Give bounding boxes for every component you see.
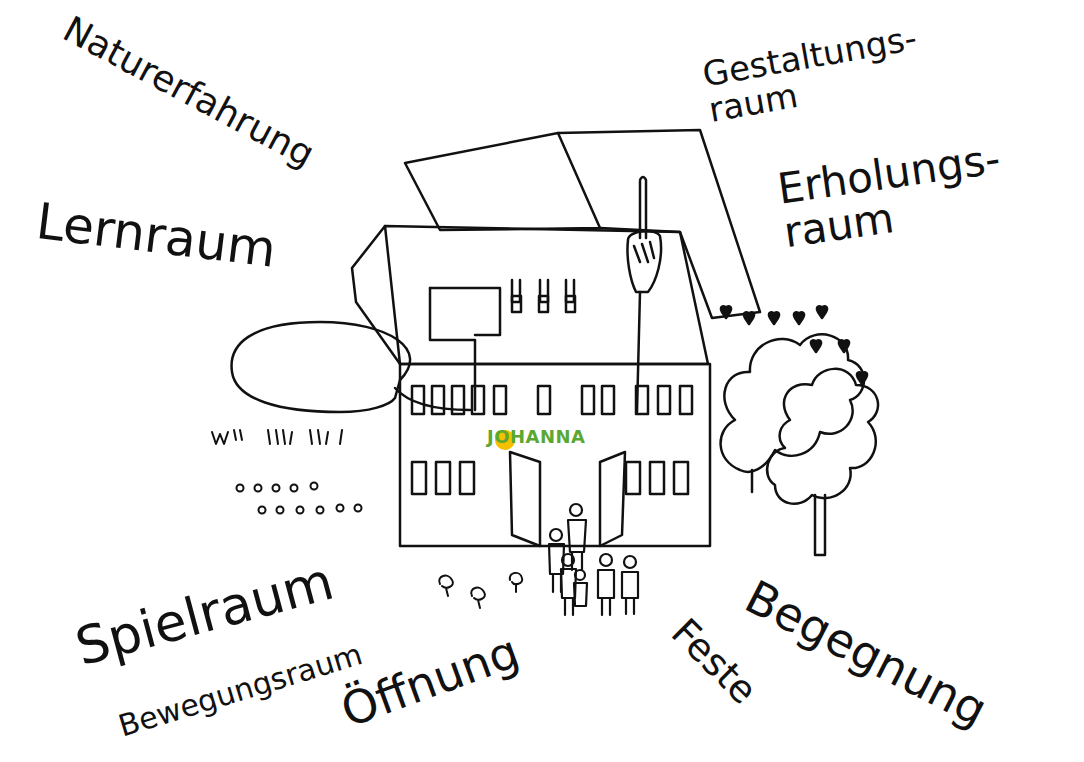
people-part [600,554,612,566]
people [549,504,638,615]
encounter-word: Begegnung [738,572,994,735]
building-roof-part [352,226,400,364]
windows [412,386,692,494]
solar-panels [405,130,760,318]
small-plants-part [439,576,453,596]
windows-part [460,462,474,494]
windows-part [626,462,640,494]
raised-hand-part [637,292,640,412]
windows-part [436,462,450,494]
people-part [570,504,582,516]
hearts-part [769,312,779,324]
dots-part [273,485,280,492]
trees-part [767,369,878,504]
nature-word: Naturerfahrung [57,10,320,174]
hearts-part [817,306,827,318]
windows-part [674,462,688,494]
raised-hand-part [627,231,661,292]
hearts-part [811,340,821,352]
grass [212,430,342,444]
windows-part [472,386,484,414]
raised-hand [627,177,661,412]
open-doors-part [600,452,625,546]
hearts-part [857,372,867,384]
raised-hand-part [634,242,654,262]
trees-part [721,334,864,471]
building-roof-part [385,226,708,364]
people-part [550,529,562,541]
windows-part [582,386,594,414]
trees [721,334,878,555]
open-doors [510,452,625,546]
speech-bubble-part [430,288,500,335]
people-part [574,583,587,606]
hearts-part [839,340,849,352]
opening-word: Öffnung [335,627,525,736]
hearts-part [744,312,754,324]
dots-part [255,485,262,492]
roof-windows [512,280,575,312]
roof-windows-part [512,296,521,312]
grass-part [310,430,342,444]
windows-part [636,386,648,414]
windows-part [658,386,670,414]
learning-word: Lernraum [34,195,279,276]
people-part [562,554,574,566]
rest-word: Erholungs- raum [775,137,1009,256]
speech-bubble [232,288,500,412]
windows-part [494,386,506,414]
windows-part [432,386,444,414]
open-doors-part [510,452,540,546]
windows-part [602,386,614,414]
grass-part [212,430,242,444]
dots-part [277,507,284,514]
hearts-part [794,312,804,324]
dots-part [317,507,324,514]
people-part [624,556,636,568]
building-body-part [400,364,710,546]
windows-part [452,386,464,414]
solar-panels-part [405,133,600,230]
school-logo: JOHANNA [487,428,586,447]
dots-part [259,507,266,514]
windows-part [650,462,664,494]
dots-part [291,485,298,492]
dots-part [337,505,344,512]
windows-part [680,386,692,414]
people-part [598,570,614,615]
raised-hand-part [640,177,646,238]
building-body [400,364,710,546]
dots-part [237,485,244,492]
solar-panels-part [558,130,760,318]
small-plants [439,573,522,608]
hearts-part [721,306,731,318]
people-part [622,572,638,614]
dots-part [311,483,318,490]
trees-part [815,495,825,555]
dots-part [297,507,304,514]
small-plants-part [471,588,485,608]
grass-part [268,430,292,444]
people-part [568,520,586,570]
roof-windows-part [539,296,548,312]
windows-part [538,386,550,414]
design-word: Gestaltungs- raum [700,20,926,128]
festival-word: Feste [664,612,764,712]
windows-part [412,462,426,494]
dots [237,483,362,514]
building-roof [352,226,708,364]
speech-bubble-part [232,322,411,412]
hearts [721,306,867,384]
people-part [575,570,585,580]
trees-part [751,470,754,492]
roof-windows-part [566,296,575,312]
windows-part [412,386,424,414]
small-plants-part [510,573,522,592]
dots-part [355,505,362,512]
